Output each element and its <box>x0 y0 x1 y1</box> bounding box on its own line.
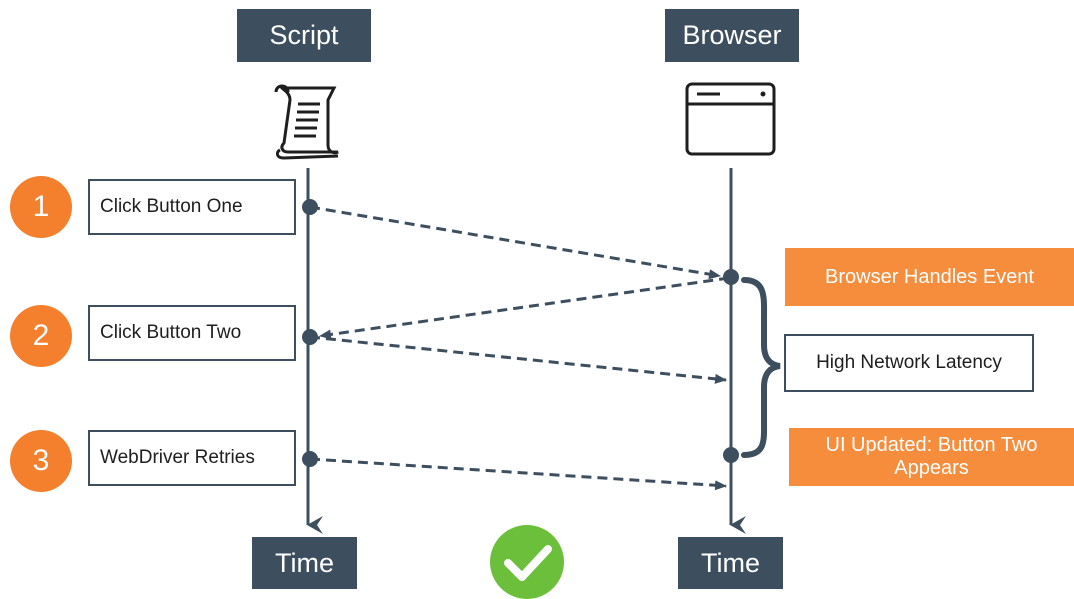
browser-header: Browser <box>665 9 799 62</box>
script-dot-2 <box>302 329 318 345</box>
step-3-badge: 3 <box>10 430 72 492</box>
browser-header-label: Browser <box>682 20 782 50</box>
ui-updated-note: UI Updated: Button Two Appears <box>789 428 1074 486</box>
browser-dot-1 <box>723 269 739 285</box>
browser-dot-2 <box>723 447 739 463</box>
step-3-number: 3 <box>32 444 50 477</box>
browser-time-footer: Time <box>678 537 783 589</box>
step-3-box: WebDriver Retries <box>88 430 296 486</box>
step-1-number: 1 <box>32 190 50 223</box>
latency-label: High Network Latency <box>816 352 1002 373</box>
step-2-label: Click Button Two <box>100 322 242 343</box>
arrow-retry-to-browser <box>309 457 727 491</box>
step-2-box: Click Button Two <box>88 305 296 361</box>
script-dot-3 <box>302 451 318 467</box>
scroll-icon <box>274 84 339 160</box>
browser-handles-label: Browser Handles Event <box>825 265 1034 288</box>
script-dot-1 <box>302 199 318 215</box>
browser-window-icon <box>685 82 776 156</box>
latency-brace <box>741 277 781 458</box>
script-header-label: Script <box>269 20 339 50</box>
browser-time-label: Time <box>701 547 760 578</box>
script-time-footer: Time <box>252 537 357 589</box>
step-1-label: Click Button One <box>100 196 243 217</box>
ui-updated-label: UI Updated: Button Two Appears <box>825 434 1038 479</box>
script-header: Script <box>237 9 371 62</box>
step-2-number: 2 <box>32 319 50 352</box>
browser-handles-note: Browser Handles Event <box>785 248 1074 306</box>
arrow-click-two-to-browser <box>309 335 727 384</box>
latency-box: High Network Latency <box>784 334 1034 392</box>
checkmark-icon <box>490 525 564 599</box>
arrow-browser-to-script <box>319 276 730 340</box>
step-1-badge: 1 <box>10 176 72 238</box>
script-time-label: Time <box>275 547 334 578</box>
arrow-click-one-to-browser <box>309 205 721 280</box>
step-3-label: WebDriver Retries <box>100 447 255 468</box>
step-2-badge: 2 <box>10 305 72 367</box>
step-1-box: Click Button One <box>88 179 296 235</box>
